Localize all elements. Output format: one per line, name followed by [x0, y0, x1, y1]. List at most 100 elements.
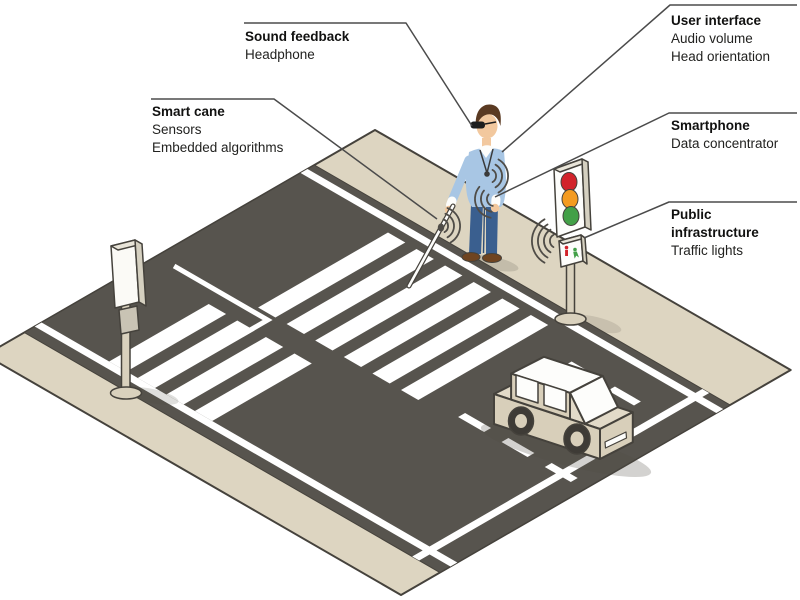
wave-arc [537, 223, 549, 259]
pedestrian-hair [475, 104, 501, 128]
pedestrian-cuff [446, 196, 457, 210]
sunglasses-icon [470, 121, 485, 129]
crosswalk-stripe [372, 298, 520, 384]
crosswalk-stripe [343, 282, 491, 367]
leader-smart-cane [151, 98, 438, 220]
pedestrian-signal-box-side [580, 234, 588, 265]
signal-pole-rear [109, 239, 147, 400]
crosswalk-stripe [194, 353, 312, 421]
traffic-light-pole [565, 261, 576, 319]
callout-public-infrastructure: Public infrastructure Traffic lights [671, 206, 800, 260]
callout-sound-feedback: Sound feedback Headphone [245, 28, 349, 64]
pants-crease [482, 205, 486, 254]
car-window [515, 374, 539, 404]
callout-title: Sound feedback [245, 29, 350, 44]
sunglasses-temple [484, 121, 497, 125]
pedestrian-green-walking-icon [573, 251, 579, 259]
callout-user-interface: User interface Audio volume Head orienta… [671, 12, 770, 66]
pedestrian-red-standing-icon [565, 249, 568, 256]
car [493, 355, 634, 460]
leader-smartphone [494, 112, 797, 198]
leader-lines [151, 4, 797, 239]
car-window [543, 383, 567, 413]
car-wheel-hub [515, 414, 527, 428]
wave-arc [497, 158, 509, 194]
callout-title: Smartphone [671, 118, 750, 133]
pedestrian-head [476, 113, 498, 139]
leader-public-infrastructure [583, 201, 797, 239]
callout-line: Sensors [152, 122, 202, 137]
wave-arc [494, 163, 503, 189]
callout-line: Embedded algorithms [152, 140, 284, 155]
traffic-light-housing-side [581, 158, 592, 231]
callout-title: User interface [671, 13, 762, 28]
pedestrian-red-standing-icon [564, 245, 569, 250]
wave-arc [444, 212, 455, 239]
pedestrian-figure [406, 104, 506, 289]
callout-title: Public infrastructure [671, 207, 759, 240]
callout-smart-cane: Smart cane Sensors Embedded algorithms [152, 103, 283, 157]
signal-waves-traffic-light-icon [531, 218, 555, 264]
car-windshield [569, 375, 619, 425]
road-edge-line-bottom [34, 322, 458, 567]
cane-sensor-ring [437, 223, 445, 232]
traffic-light-red-lamp [560, 172, 578, 192]
lane-dash [608, 386, 641, 406]
callout-line: Headphone [245, 47, 315, 62]
traffic-light-base [554, 312, 587, 326]
wave-arc [549, 234, 555, 248]
signal-waves-headphone-icon [491, 158, 509, 194]
callout-line: Head orientation [671, 49, 771, 64]
callout-title: Smart cane [152, 104, 225, 119]
wave-arc [486, 193, 494, 207]
headphone-pendant [484, 171, 490, 177]
crosswalk-upper [258, 232, 549, 400]
crosswalk-stripe [315, 265, 463, 351]
pedestrian-arm [447, 155, 474, 206]
crosswalk-stripe [286, 249, 434, 334]
road-markings [34, 169, 724, 567]
car-shadow [480, 423, 652, 477]
wave-arc [531, 218, 546, 264]
lane-dash [544, 463, 578, 482]
signal-head-back [110, 239, 140, 309]
traffic-light-amber-lamp [561, 189, 579, 209]
callout-line: Traffic lights [671, 243, 744, 258]
leader-user-interface [501, 4, 797, 153]
wave-arc [480, 189, 493, 213]
crosswalk-stripe [137, 320, 255, 388]
wave-arc [446, 207, 461, 244]
pedestrian-shoe [461, 252, 481, 262]
wave-arc [543, 228, 552, 254]
pedestrian-leg [469, 204, 483, 254]
wave-arc [474, 185, 492, 219]
callout-line: Data concentrator [671, 136, 779, 151]
lane-dash [501, 438, 535, 457]
crosswalk-stripe [109, 304, 227, 372]
callout-line: Audio volume [671, 31, 753, 46]
signal-waves-smartphone-icon [474, 185, 494, 219]
leader-sound-feedback [244, 22, 473, 127]
car-license-plate [604, 431, 628, 449]
road-edge-line-top [300, 169, 724, 413]
callout-smartphone: Smartphone Data concentrator [671, 117, 778, 153]
pedestrian-box-back [118, 305, 140, 335]
crosswalk-stripe [401, 315, 549, 400]
lane-dash [458, 413, 492, 432]
crosswalk-lower [109, 304, 312, 421]
wave-arc [491, 169, 497, 183]
car-wheel-hub [570, 431, 584, 447]
pedestrian-neck [482, 138, 491, 150]
crosswalk-stripe [258, 232, 406, 318]
crosswalk-stripe [166, 337, 284, 405]
signal-pole-rear-base [109, 386, 143, 400]
signal-waves-cane-icon [442, 207, 461, 244]
median-corner-line [172, 263, 273, 338]
pedestrian-shoe [482, 253, 502, 263]
traffic-light-green-lamp [562, 206, 580, 226]
pedestrian-collar [479, 145, 494, 158]
wave-arc [442, 218, 449, 233]
smart-cane [407, 204, 455, 288]
